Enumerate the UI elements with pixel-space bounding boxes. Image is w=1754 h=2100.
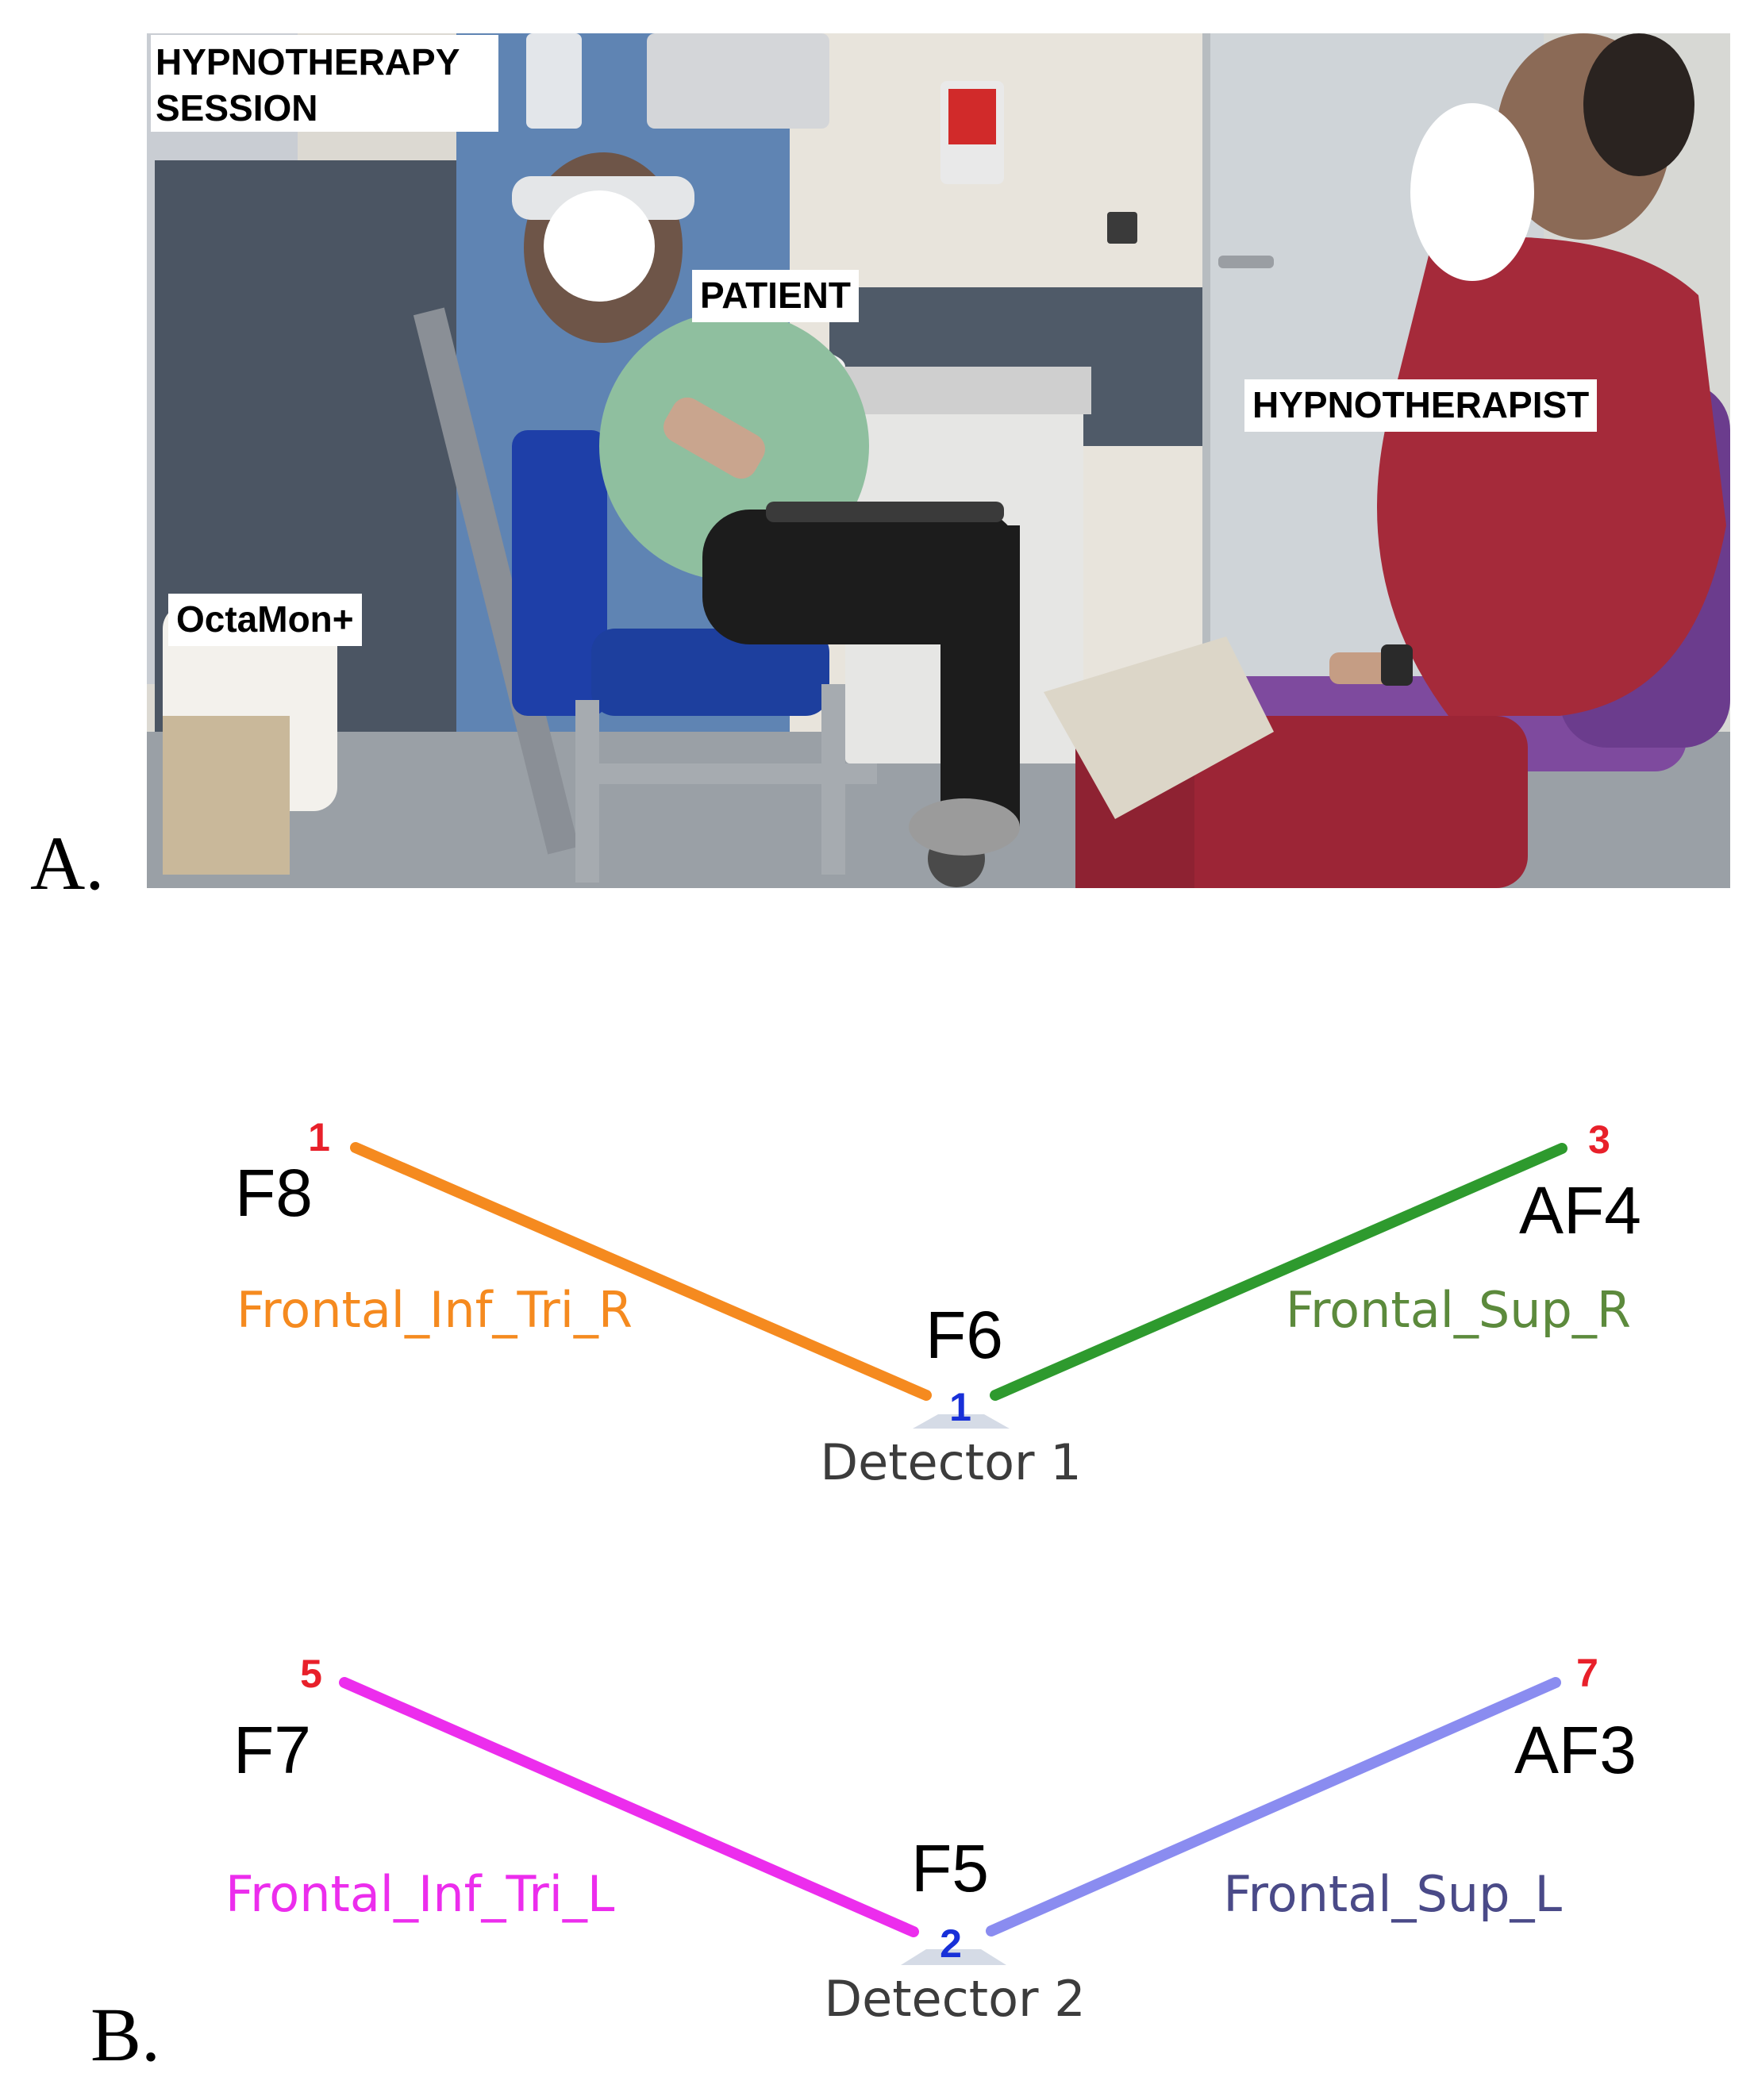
channel-line-f7-f5 xyxy=(339,1677,919,1937)
position-af3: AF3 xyxy=(1514,1713,1637,1787)
clinic-photo xyxy=(147,33,1730,888)
region-frontal-sup-l: Frontal_Sup_L xyxy=(1223,1865,1562,1923)
detector-1-label: Detector 1 xyxy=(820,1433,1081,1491)
hypnotherapy-session-label: HYPNOTHERAPY SESSION xyxy=(151,35,498,132)
hypnotherapist-label: HYPNOTHERAPIST xyxy=(1244,379,1598,432)
patient-label: PATIENT xyxy=(692,270,859,322)
position-f6: F6 xyxy=(925,1298,1003,1372)
detector-2-group: 5 F7 Frontal_Inf_Tri_L 7 AF3 Frontal_Sup… xyxy=(225,1651,1637,2028)
detector-number-1: 1 xyxy=(949,1385,971,1429)
optode-diagram: 1 F8 Frontal_Inf_Tri_R 3 AF4 Frontal_Sup… xyxy=(225,1115,1641,2028)
detector-2-marker xyxy=(901,1949,1006,1965)
channel-line-af3-f5 xyxy=(986,1677,1561,1937)
octamon-label: OctaMon+ xyxy=(168,594,362,646)
position-f8: F8 xyxy=(235,1156,313,1230)
region-frontal-inf-tri-l: Frontal_Inf_Tri_L xyxy=(225,1865,615,1923)
channel-line-af4-f6 xyxy=(990,1143,1567,1401)
panel-a-letter: A. xyxy=(30,821,105,906)
position-af4: AF4 xyxy=(1519,1173,1641,1248)
panel-b-letter: B. xyxy=(90,1992,161,2077)
detector-number-2: 2 xyxy=(940,1921,962,1966)
position-f5: F5 xyxy=(911,1831,989,1906)
region-frontal-sup-r: Frontal_Sup_R xyxy=(1286,1281,1631,1339)
source-number-7: 7 xyxy=(1576,1651,1598,1695)
source-number-1: 1 xyxy=(308,1115,330,1160)
detector-1-marker xyxy=(913,1414,1010,1429)
detector-1-group: 1 F8 Frontal_Inf_Tri_R 3 AF4 Frontal_Sup… xyxy=(235,1115,1641,1491)
region-frontal-inf-tri-r: Frontal_Inf_Tri_R xyxy=(237,1281,633,1339)
source-number-3: 3 xyxy=(1588,1117,1610,1162)
position-f7: F7 xyxy=(233,1713,311,1787)
detector-2-label: Detector 2 xyxy=(824,1970,1085,2028)
source-number-5: 5 xyxy=(300,1652,322,1696)
channel-line-f8-f6 xyxy=(350,1142,932,1401)
